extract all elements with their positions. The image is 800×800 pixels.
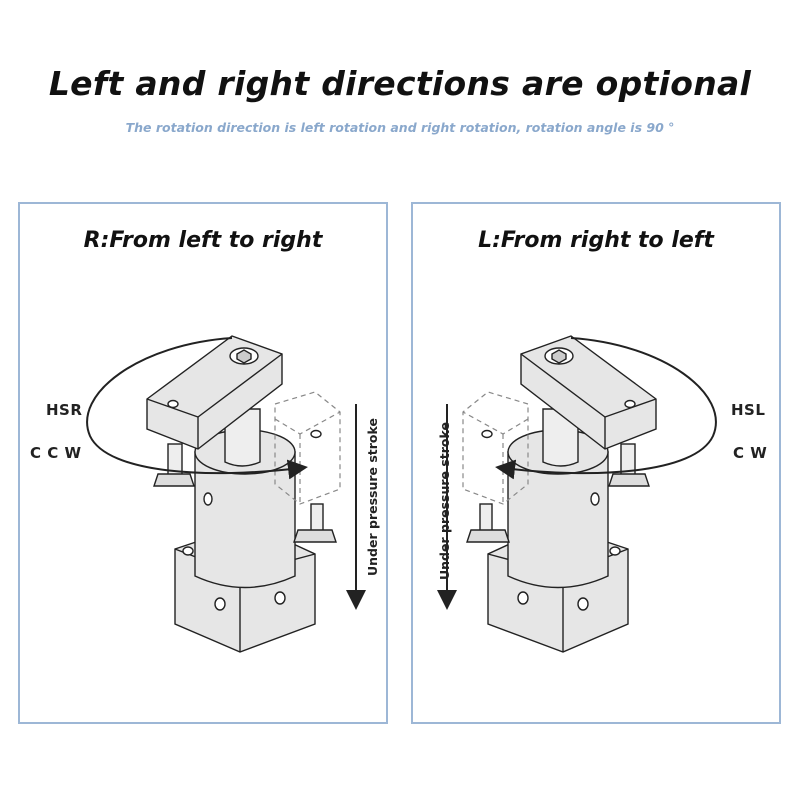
panel-left-rotation: L:From right to left: [411, 202, 781, 724]
panel-title-right-rotation: R:From left to right: [83, 228, 323, 253]
page-title: Left and right directions are optional: [48, 64, 752, 103]
swing-clamp-cylinder-diagram-hsr: [86, 335, 366, 653]
panel-title-left-rotation: L:From right to left: [478, 228, 714, 253]
cylinder-body: [194, 451, 296, 589]
direction-label-cw: C W: [733, 444, 768, 462]
page-subtitle: The rotation direction is left rotation …: [125, 120, 675, 135]
stroke-label: Under pressure stroke: [365, 418, 380, 576]
stroke-label: Under pressure stroke: [437, 422, 452, 580]
rotation-arrow-ccw: [86, 337, 308, 480]
panel-right-rotation: R:From left to right: [18, 202, 388, 724]
rotation-arrow-cw: [495, 337, 717, 480]
swing-clamp-cylinder-diagram-hsl: [437, 335, 717, 653]
model-label-hsl: HSL: [731, 401, 766, 419]
model-label-hsr: HSR: [46, 401, 83, 419]
direction-label-ccw: C C W: [30, 444, 82, 462]
